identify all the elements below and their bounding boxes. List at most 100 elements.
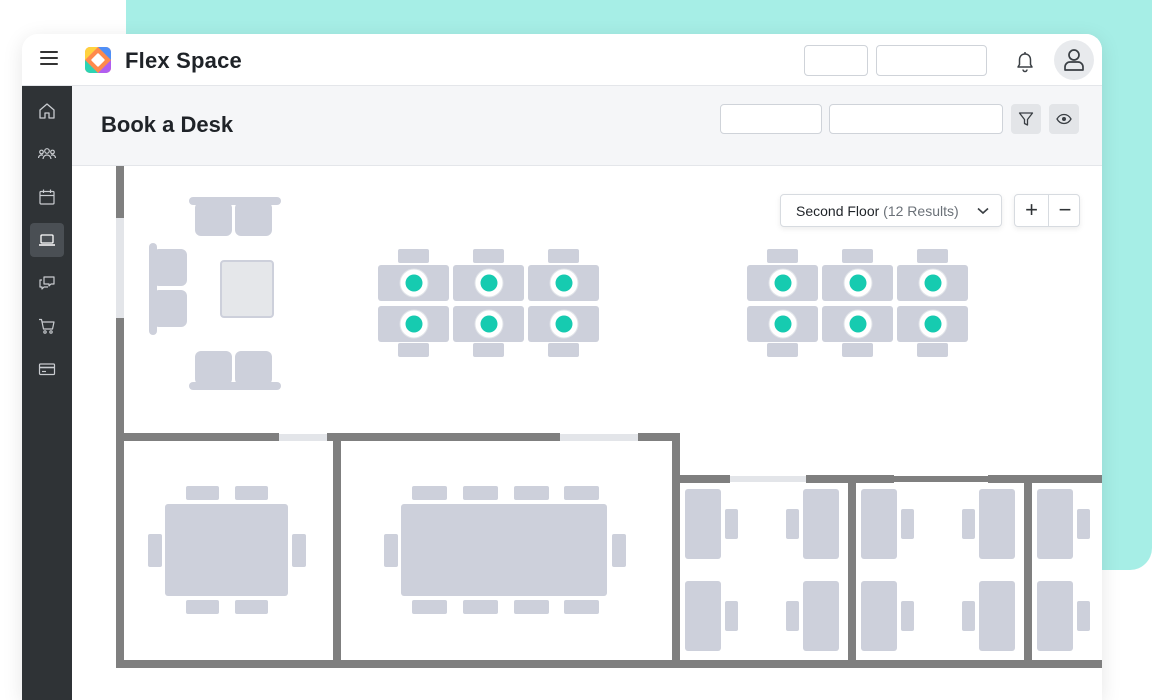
- chair: [564, 600, 599, 614]
- office-desk: [803, 489, 839, 559]
- chair: [725, 509, 738, 539]
- available-desk-marker[interactable]: [549, 309, 579, 339]
- chair: [901, 601, 914, 631]
- chair: [398, 343, 429, 357]
- zoom-in-button[interactable]: +: [1025, 197, 1038, 222]
- wall: [116, 660, 1102, 668]
- office-desk: [685, 489, 721, 559]
- floor-select[interactable]: Second Floor (12 Results): [780, 194, 1002, 227]
- office-desk: [861, 489, 897, 559]
- chair: [412, 486, 447, 500]
- coffee-table: [220, 260, 274, 318]
- sidebar-item-people[interactable]: [30, 137, 64, 171]
- app-name: Flex Space: [125, 48, 242, 73]
- wall: [672, 433, 680, 481]
- available-desk-marker[interactable]: [474, 268, 504, 298]
- office-desk: [685, 581, 721, 651]
- chair: [842, 343, 873, 357]
- available-desk-marker[interactable]: [474, 309, 504, 339]
- desk-marker-dot: [405, 315, 423, 333]
- available-desk-marker[interactable]: [399, 268, 429, 298]
- chair: [514, 600, 549, 614]
- sofa-seat: [235, 351, 272, 385]
- chair: [548, 249, 579, 263]
- floor-plan-desks: [399, 268, 948, 339]
- filter-icon: [1018, 112, 1034, 126]
- sidebar-item-cart[interactable]: [30, 309, 64, 343]
- chat-icon: [39, 276, 55, 290]
- zoom-controls: + −: [1014, 194, 1080, 227]
- available-desk-marker[interactable]: [399, 309, 429, 339]
- sidebar: [22, 86, 72, 700]
- sidebar-item-calendar[interactable]: [30, 180, 64, 214]
- sidebar-item-desks[interactable]: [30, 223, 64, 257]
- chair: [463, 486, 498, 500]
- top-input-short[interactable]: [804, 45, 868, 76]
- wall: [848, 475, 856, 668]
- view-toggle-button[interactable]: [1049, 104, 1079, 134]
- available-desk-marker[interactable]: [918, 309, 948, 339]
- chair: [725, 601, 738, 631]
- date-input[interactable]: [720, 104, 822, 134]
- top-bar: Flex Space: [22, 34, 1102, 86]
- chair: [473, 343, 504, 357]
- laptop-icon: [39, 234, 55, 246]
- desk-marker-dot: [924, 274, 942, 292]
- people-icon: [38, 148, 56, 160]
- calendar-icon: [39, 189, 55, 205]
- doorway: [894, 476, 988, 482]
- search-input[interactable]: [829, 104, 1003, 134]
- available-desk-marker[interactable]: [843, 268, 873, 298]
- available-desk-marker[interactable]: [843, 309, 873, 339]
- sidebar-item-messages[interactable]: [30, 266, 64, 300]
- avatar[interactable]: [1054, 40, 1094, 80]
- desk-marker-dot: [555, 315, 573, 333]
- doorway: [116, 218, 124, 318]
- home-icon: [39, 103, 55, 119]
- wall: [327, 433, 560, 441]
- available-desk-marker[interactable]: [768, 268, 798, 298]
- chair: [1077, 509, 1090, 539]
- desk-marker-dot: [924, 315, 942, 333]
- floor-select-label: Second Floor (12 Results): [796, 203, 959, 219]
- chair: [612, 534, 626, 567]
- sofa-seat: [235, 202, 272, 236]
- floor-select-count: (12 Results): [883, 203, 959, 219]
- chair: [564, 486, 599, 500]
- available-desk-marker[interactable]: [549, 268, 579, 298]
- chair: [148, 534, 162, 567]
- sidebar-item-billing[interactable]: [30, 352, 64, 386]
- chevron-down-icon: [977, 207, 989, 215]
- user-icon: [1064, 49, 1084, 71]
- doorway: [560, 434, 638, 441]
- office-desk: [979, 489, 1015, 559]
- chair: [514, 486, 549, 500]
- zoom-out-button[interactable]: −: [1048, 195, 1081, 226]
- floor-plan-walls: [116, 166, 1102, 668]
- chair: [235, 486, 268, 500]
- desk-marker-dot: [774, 274, 792, 292]
- sofa-seat: [195, 202, 232, 236]
- chair: [235, 600, 268, 614]
- available-desk-marker[interactable]: [918, 268, 948, 298]
- chair: [767, 249, 798, 263]
- app-window: Flex Space: [22, 34, 1102, 700]
- cart-icon: [39, 318, 55, 334]
- sidebar-item-home[interactable]: [30, 94, 64, 128]
- chair: [463, 600, 498, 614]
- sofa-seat: [153, 249, 187, 286]
- chair: [473, 249, 504, 263]
- hamburger-menu-icon[interactable]: [40, 51, 58, 67]
- meeting-table: [165, 504, 288, 596]
- sofa-seat: [153, 290, 187, 327]
- top-search-input[interactable]: [876, 45, 987, 76]
- desk-marker-dot: [774, 315, 792, 333]
- bell-icon[interactable]: [1015, 51, 1035, 73]
- chair: [962, 601, 975, 631]
- wall: [116, 433, 279, 441]
- available-desk-marker[interactable]: [768, 309, 798, 339]
- office-desk: [861, 581, 897, 651]
- filter-button[interactable]: [1011, 104, 1041, 134]
- chair: [842, 249, 873, 263]
- office-desk: [803, 581, 839, 651]
